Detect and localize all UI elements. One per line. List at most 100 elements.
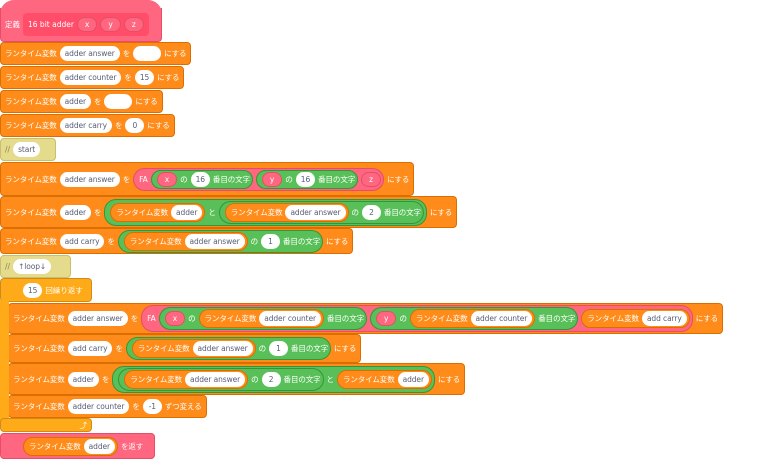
block-label: ランタイム変数 xyxy=(204,314,257,323)
define-prototype[interactable]: 16 bit adder x y z xyxy=(23,13,149,36)
value-input[interactable]: add carry xyxy=(59,233,105,249)
value-input[interactable]: adder counter xyxy=(470,311,533,326)
define-block[interactable]: 定義 16 bit adder x y z xyxy=(0,8,162,42)
repeat-count-input[interactable]: 15 xyxy=(23,282,43,298)
argument-reporter[interactable]: x xyxy=(164,311,186,326)
value-input[interactable]: 16 xyxy=(295,171,316,187)
value-input[interactable]: 2 xyxy=(361,204,381,220)
comment-start[interactable]: // start xyxy=(0,138,56,161)
repeat-arm xyxy=(0,300,9,422)
define-arg-x[interactable]: x xyxy=(76,17,98,32)
argument-reporter[interactable]: z xyxy=(361,171,382,187)
block-label: にする xyxy=(326,236,349,246)
comment-text[interactable]: ↑loop↓ xyxy=(13,259,52,274)
value-input[interactable]: adder counter xyxy=(67,399,130,414)
block-label: を xyxy=(130,314,139,323)
block-label: ランタイム変数 xyxy=(415,314,468,323)
value-input[interactable]: 1 xyxy=(269,341,289,356)
value-input[interactable]: 0 xyxy=(125,118,145,133)
value-input[interactable]: 16 xyxy=(190,171,210,187)
value-input[interactable]: adder answer xyxy=(285,204,346,220)
value-input[interactable]: adder xyxy=(397,371,429,387)
define-arg-y[interactable]: y xyxy=(100,17,121,32)
value-input[interactable]: adder answer xyxy=(59,171,120,187)
value-input[interactable] xyxy=(104,94,133,109)
block-label: を xyxy=(101,374,110,384)
value-input[interactable]: adder counter xyxy=(259,311,321,326)
value-input[interactable]: adder xyxy=(67,371,99,387)
block-label: ランタイム変数 xyxy=(130,374,183,384)
value-input[interactable]: 2 xyxy=(261,371,281,387)
value-input[interactable]: adder xyxy=(171,204,203,220)
value-input[interactable]: adder answer xyxy=(192,341,253,356)
block-label: を xyxy=(107,236,115,246)
value-input[interactable]: 1 xyxy=(261,233,281,249)
comment-text[interactable]: start xyxy=(13,142,41,157)
value-input[interactable]: adder answer xyxy=(67,311,128,326)
block-label: 番目の文字 xyxy=(291,344,329,353)
block-label: を xyxy=(122,174,131,184)
value-input[interactable]: add carry xyxy=(641,311,687,326)
block-label: 番目の文字 xyxy=(383,207,421,217)
value-input[interactable]: adder carry xyxy=(59,118,112,133)
value-input[interactable] xyxy=(133,46,162,61)
value-input[interactable]: 15 xyxy=(134,70,155,85)
argument-reporter[interactable]: y xyxy=(261,171,283,187)
define-arg-z[interactable]: z xyxy=(123,17,144,32)
value-input[interactable]: adder xyxy=(59,94,91,109)
value-input[interactable]: adder xyxy=(59,204,91,220)
value-input[interactable]: adder answer xyxy=(59,46,120,61)
argument-reporter[interactable]: x xyxy=(156,171,178,187)
value-input[interactable]: adder counter xyxy=(59,70,122,85)
block-label: にする xyxy=(334,344,357,353)
block-label: と xyxy=(208,207,216,217)
value-input[interactable]: -1 xyxy=(142,399,162,414)
block-label: にする xyxy=(695,314,719,323)
argument-reporter[interactable]: y xyxy=(376,311,397,326)
repeat-block[interactable]: 15 回繰り返す xyxy=(0,278,92,302)
value-input[interactable]: add carry xyxy=(67,341,113,356)
block-label: を xyxy=(122,49,131,58)
value-input[interactable]: adder answer xyxy=(184,233,245,249)
block-label: ランタイム変数 xyxy=(137,344,190,353)
value-input[interactable]: adder xyxy=(83,438,115,454)
comment-loop[interactable]: // ↑loop↓ xyxy=(0,255,71,278)
block-label: の xyxy=(250,236,259,246)
value-input[interactable]: adder answer xyxy=(185,371,246,387)
loop-arrow-icon: ⤴ xyxy=(79,420,88,430)
